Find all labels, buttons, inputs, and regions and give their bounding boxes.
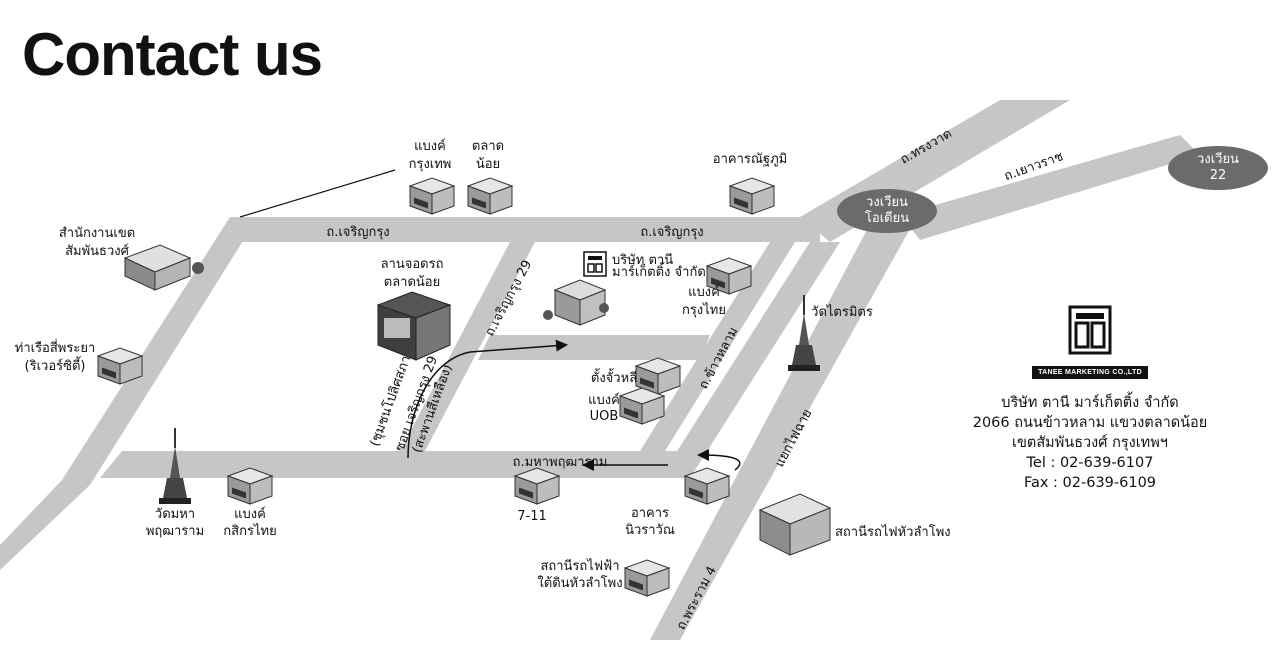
- odeon-label-2: โอเดียน: [865, 210, 909, 226]
- logo-band: TANEE MARKETING CO.,LTD: [1032, 366, 1148, 379]
- label-kasikorn-1: แบงค์: [234, 506, 266, 522]
- road-rama4-south: [650, 205, 915, 640]
- label-uob-2: UOB: [590, 409, 619, 424]
- talat-noi-icon: [467, 177, 513, 215]
- kasikorn-icon: [227, 467, 273, 505]
- label-tang-jua-li: ตั้งจั้วหลี: [591, 368, 637, 386]
- label-district-office-1: สำนักงานเขต: [59, 226, 135, 241]
- circle-22-label-1: วงเวียน: [1197, 151, 1239, 167]
- label-niwarawan-2: นิวราวัณ: [625, 523, 675, 538]
- road-khao-lam: [640, 242, 795, 451]
- niwarawan-icon: [684, 467, 730, 505]
- label-nasuphum: อาคารณัฐภูมิ: [713, 152, 787, 167]
- company-address-1: 2066 ถนนข้าวหลาม แขวงตลาดน้อย: [972, 415, 1208, 431]
- parking-building-icon: [376, 291, 452, 361]
- company-fax: Fax : 02-639-6109: [1023, 475, 1157, 491]
- circle-22: [1168, 146, 1268, 190]
- label-kasikorn-2: กสิกรไทย: [223, 523, 276, 539]
- company-office-icon: [543, 279, 609, 326]
- hualamphong-station-icon: [758, 493, 832, 556]
- district-office-icon: [123, 244, 204, 291]
- label-parking-1: ลานจอดรถ: [381, 257, 444, 272]
- road-charoenkrung-29: [400, 242, 535, 451]
- odeon-circle: [837, 189, 937, 233]
- company-address-2: เขตสัมพันธวงศ์ กรุงเทพฯ: [1012, 435, 1168, 451]
- label-bangkok-bank-1: แบงค์: [414, 138, 446, 154]
- label-company-tag-2: มาร์เก็ตติ้ง จำกัด: [612, 262, 706, 280]
- tanee-logo-icon: [1068, 305, 1112, 355]
- road-label-charoenkrung-left: ถ.เจริญกรุง: [326, 225, 389, 240]
- road-rama4: [660, 242, 840, 478]
- label-parking-2: ตลาดน้อย: [384, 275, 440, 290]
- route-arrow-rama4: [697, 449, 741, 471]
- mrt-station-icon: [624, 559, 670, 597]
- company-info-panel: TANEE MARKETING CO.,LTD บริษัท ตานี มาร์…: [955, 305, 1225, 493]
- label-niwarawan-1: อาคาร: [631, 506, 669, 521]
- label-krungthai-2: กรุงไทย: [682, 302, 726, 318]
- label-wat-maha-2: พฤฒาราม: [146, 524, 204, 539]
- pier-icon: [97, 347, 143, 385]
- label-wat-traimit: วัดไตรมิตร: [811, 304, 873, 320]
- company-tel[interactable]: Tel : 02-639-6107: [1026, 455, 1154, 471]
- road-label-maha-pruettharam: ถ.มหาพฤฒาราม: [513, 455, 608, 470]
- label-uob-1: แบงค์: [588, 392, 620, 408]
- road-west-diagonal: [0, 217, 258, 570]
- label-hualamphong-station: สถานีรถไฟหัวลำโพง: [835, 524, 951, 540]
- company-logo: [1068, 305, 1112, 359]
- label-pier-1: ท่าเรือสี่พระยา: [15, 339, 96, 356]
- label-pier-2: (ริเวอร์ซิตี้): [25, 356, 86, 374]
- label-krungthai-1: แบงค์: [688, 284, 720, 300]
- nasuphum-building-icon: [729, 177, 775, 215]
- route-arrow-soi: [407, 339, 568, 459]
- company-logo-small-icon: [583, 251, 607, 277]
- circle-22-label-2: 22: [1210, 168, 1227, 183]
- label-talat-noi-2: น้อย: [476, 157, 500, 172]
- label-district-office-2: สัมพันธวงศ์: [65, 243, 130, 259]
- bangkok-bank-icon: [409, 177, 455, 215]
- road-soi-mid: [478, 335, 710, 360]
- road-label-charoenkrung-right: ถ.เจริญกรุง: [640, 225, 703, 240]
- seven-eleven-icon: [514, 467, 560, 505]
- label-mrt-station-2: ใต้ดินหัวลำโพง: [537, 575, 622, 591]
- company-name: บริษัท ตานี มาร์เก็ตติ้ง จำกัด: [1001, 395, 1179, 411]
- page-title: Contact us: [22, 21, 323, 88]
- label-bangkok-bank-2: กรุงเทพ: [409, 157, 452, 172]
- uob-icon: [619, 387, 665, 425]
- label-company-tag-1: บริษัท ตานี: [612, 252, 673, 268]
- road-yaowarat: [900, 135, 1200, 240]
- odeon-label-1: วงเวียน: [866, 194, 908, 210]
- label-wat-maha-1: วัดมหา: [155, 507, 195, 522]
- label-mrt-station-1: สถานีรถไฟฟ้า: [540, 558, 619, 574]
- road-charoenkrung: [230, 217, 820, 242]
- label-seven-eleven: 7-11: [517, 509, 547, 524]
- label-talat-noi-1: ตลาด: [472, 139, 504, 154]
